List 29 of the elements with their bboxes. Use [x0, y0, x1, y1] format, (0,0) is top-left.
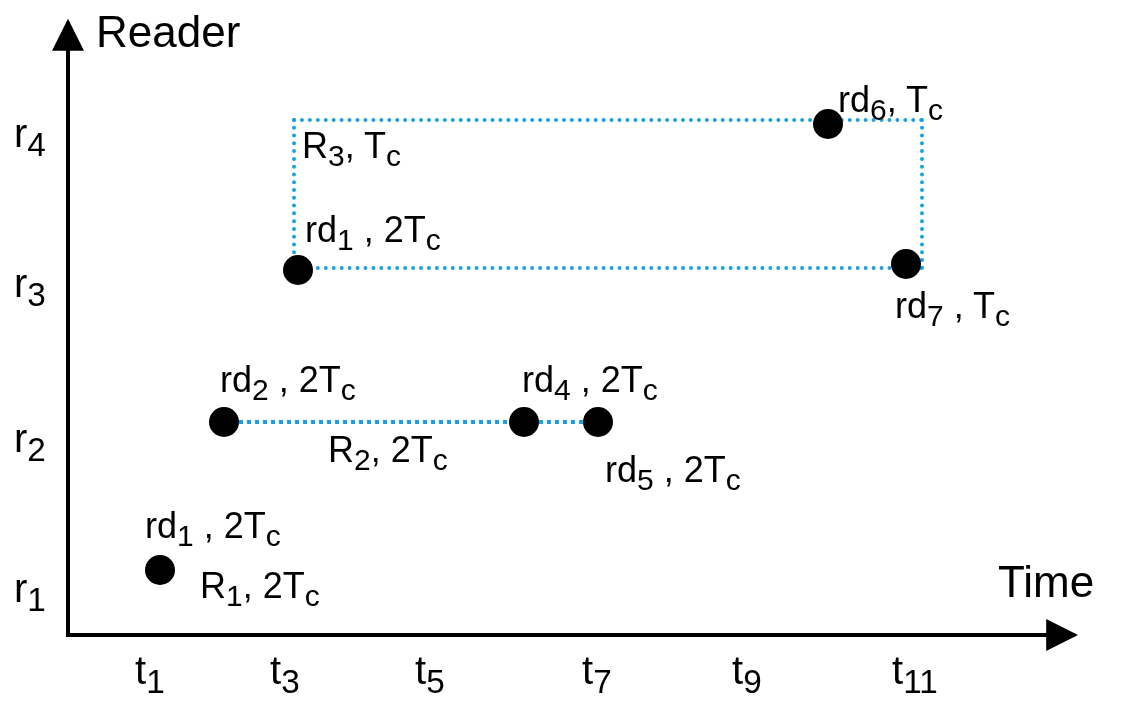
data-point	[509, 407, 539, 437]
tick-label: t$_{1}$	[135, 650, 165, 699]
axis-title: Reader	[96, 10, 241, 54]
tick-label: t$_{7}$	[582, 650, 612, 699]
data-point	[283, 255, 313, 285]
point-label: rd$_{6}$, T$_{c}$	[838, 82, 944, 126]
data-point	[891, 249, 921, 279]
point-label: rd$_{1}$ , 2T$_{c}$	[305, 212, 441, 256]
tick-label: r$_{2}$	[14, 418, 46, 467]
tick-label: t$_{11}$	[892, 650, 938, 699]
tick-label: r$_{4}$	[14, 113, 46, 162]
data-point	[583, 407, 613, 437]
tick-label: t$_{9}$	[732, 650, 762, 699]
point-label: rd$_{2}$ , 2T$_{c}$	[220, 362, 356, 406]
point-label: rd$_{5}$ , 2T$_{c}$	[605, 452, 741, 496]
tick-label: r$_{1}$	[14, 568, 46, 617]
data-point	[145, 555, 175, 585]
axis-title: Time	[998, 560, 1095, 604]
region-label: R$_{3}$, T$_{c}$	[302, 128, 402, 172]
point-label: rd$_{4}$ , 2T$_{c}$	[522, 362, 658, 406]
point-label: rd$_{1}$ , 2T$_{c}$	[145, 508, 281, 552]
connector-line	[539, 420, 583, 424]
point-label: R$_{1}$, 2T$_{c}$	[200, 568, 320, 612]
point-label: rd$_{7}$ , T$_{c}$	[895, 288, 1011, 332]
tick-label: t$_{3}$	[270, 650, 300, 699]
tick-label: t$_{5}$	[415, 650, 445, 699]
data-point	[209, 407, 239, 437]
tick-label: r$_{3}$	[14, 263, 46, 312]
connector-line	[239, 420, 509, 424]
